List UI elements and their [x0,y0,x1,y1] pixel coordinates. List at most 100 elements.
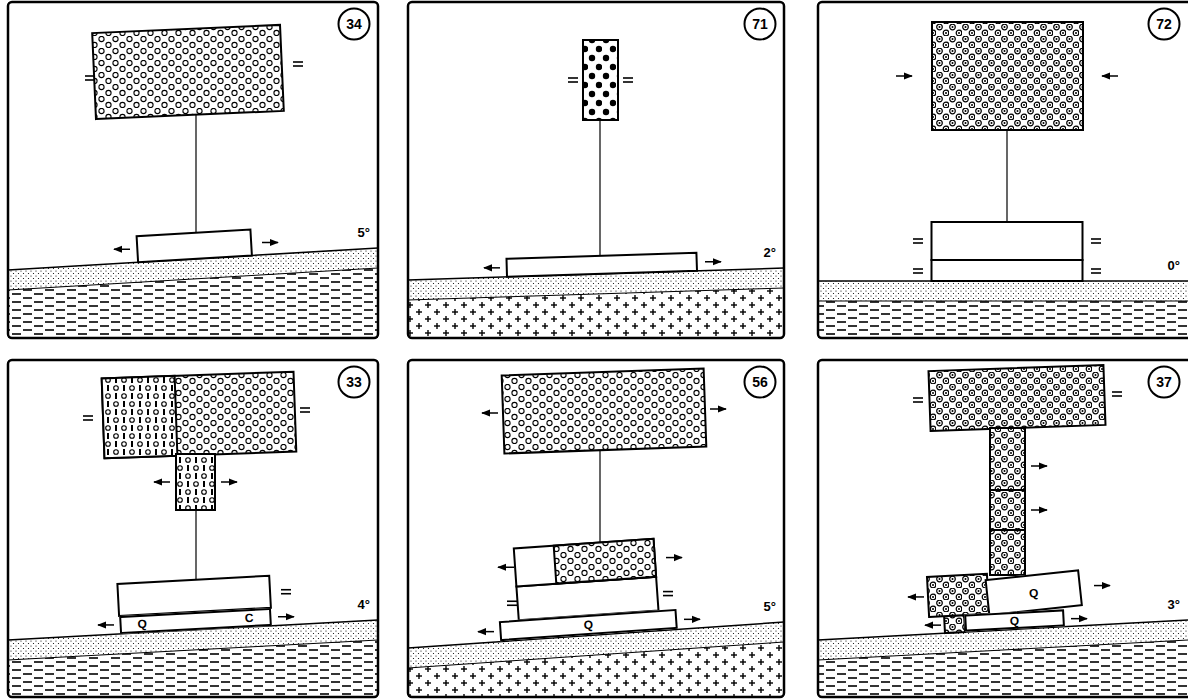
stress-arrow [482,412,498,414]
equal-sign [913,242,923,244]
rock-block [932,222,1083,260]
callout-outline [339,367,370,398]
equal-sign [83,415,93,417]
equal-sign [85,75,95,77]
mineral-label: Q [1010,615,1020,627]
rock-block [92,25,284,119]
figure-number: 56 [752,375,768,389]
equal-sign [568,77,578,79]
stress-arrow [498,567,514,569]
mineral-label: Q [137,617,147,629]
stress-arrow [908,596,924,598]
layer-boundary [408,288,784,300]
panel-frame [818,2,1188,338]
callout-number: 72 [1147,7,1181,41]
rock-block [102,376,178,459]
stress-arrow [478,631,494,633]
mineral-label: C [244,612,253,624]
stress-arrow [925,624,941,626]
equal-sign [913,268,923,270]
panel-frame [8,2,378,338]
stress-arrow [154,481,170,483]
stress-arrow [1031,465,1047,467]
panel-frame [408,360,784,697]
dip-angle: 5° [764,600,776,613]
dip-angle: 0° [1168,259,1180,272]
equal-sign [507,600,517,602]
rock-block [176,454,215,510]
rock-block [932,260,1083,281]
callout-outline [1149,367,1180,398]
block-divider [990,529,1025,531]
equal-sign [623,77,633,79]
callout-outline [339,9,370,40]
equal-sign [1112,395,1122,397]
rock-block [514,539,656,587]
callout-number: 37 [1147,365,1181,399]
equal-sign [1091,242,1101,244]
stress-arrow [666,557,682,559]
basement-layer [408,642,784,697]
stress-arrow [262,242,278,244]
equal-sign [281,589,291,591]
equal-sign [568,81,578,83]
basement-layer [818,301,1188,338]
rock-block [554,539,656,584]
quartz-block: Q [984,569,1082,616]
callout-outline [745,367,776,398]
callout-number: 33 [337,365,371,399]
stress-arrow [114,249,130,251]
basement-layer [408,288,784,338]
sand-layer [818,281,1188,301]
rock-block [502,369,707,454]
equal-sign [1091,272,1101,274]
callout-number: 34 [337,7,371,41]
equal-sign [507,604,517,606]
block-divider [990,489,1025,491]
suspension-line [195,510,196,580]
callout-outline [745,9,776,40]
figure-number: 72 [1156,17,1172,31]
stress-arrow [98,624,114,626]
dip-angle: 4° [358,598,370,611]
mineral-label: Q [583,619,593,632]
mineral-label: Q [1028,586,1039,599]
panel-frame [818,360,1188,697]
rock-block [102,372,297,459]
layer-boundary [818,640,1188,660]
panel-frame [8,360,378,697]
figure-number: 34 [346,17,362,31]
suspension-line [599,120,600,256]
layer-boundary [408,642,784,668]
equal-sign [663,591,673,593]
suspension-line [1006,130,1007,222]
equal-sign [913,272,923,274]
stress-arrow [684,619,700,621]
dip-angle: 3° [1168,598,1180,611]
callout-outline [1149,9,1180,40]
suspension-line [599,451,600,543]
equal-sign [913,397,923,399]
equal-sign [1091,238,1101,240]
rock-block [929,365,1106,431]
equal-sign [293,65,303,67]
stress-arrow [484,267,500,269]
rock-block [137,230,252,263]
stress-arrow [705,261,721,263]
equal-sign [281,593,291,595]
equal-sign [913,238,923,240]
stress-arrow [1102,75,1118,77]
stress-arrow [221,481,237,483]
equal-sign [293,61,303,63]
rock-block [583,40,618,120]
equal-sign [300,407,310,409]
equal-sign [913,401,923,403]
rock-block [932,22,1083,130]
basement-layer [8,268,378,338]
panel-frame [408,2,784,338]
rock-block [927,574,989,617]
equal-sign [663,595,673,597]
stress-arrow [278,616,294,618]
rock-block [944,615,965,633]
equal-sign [1112,391,1122,393]
